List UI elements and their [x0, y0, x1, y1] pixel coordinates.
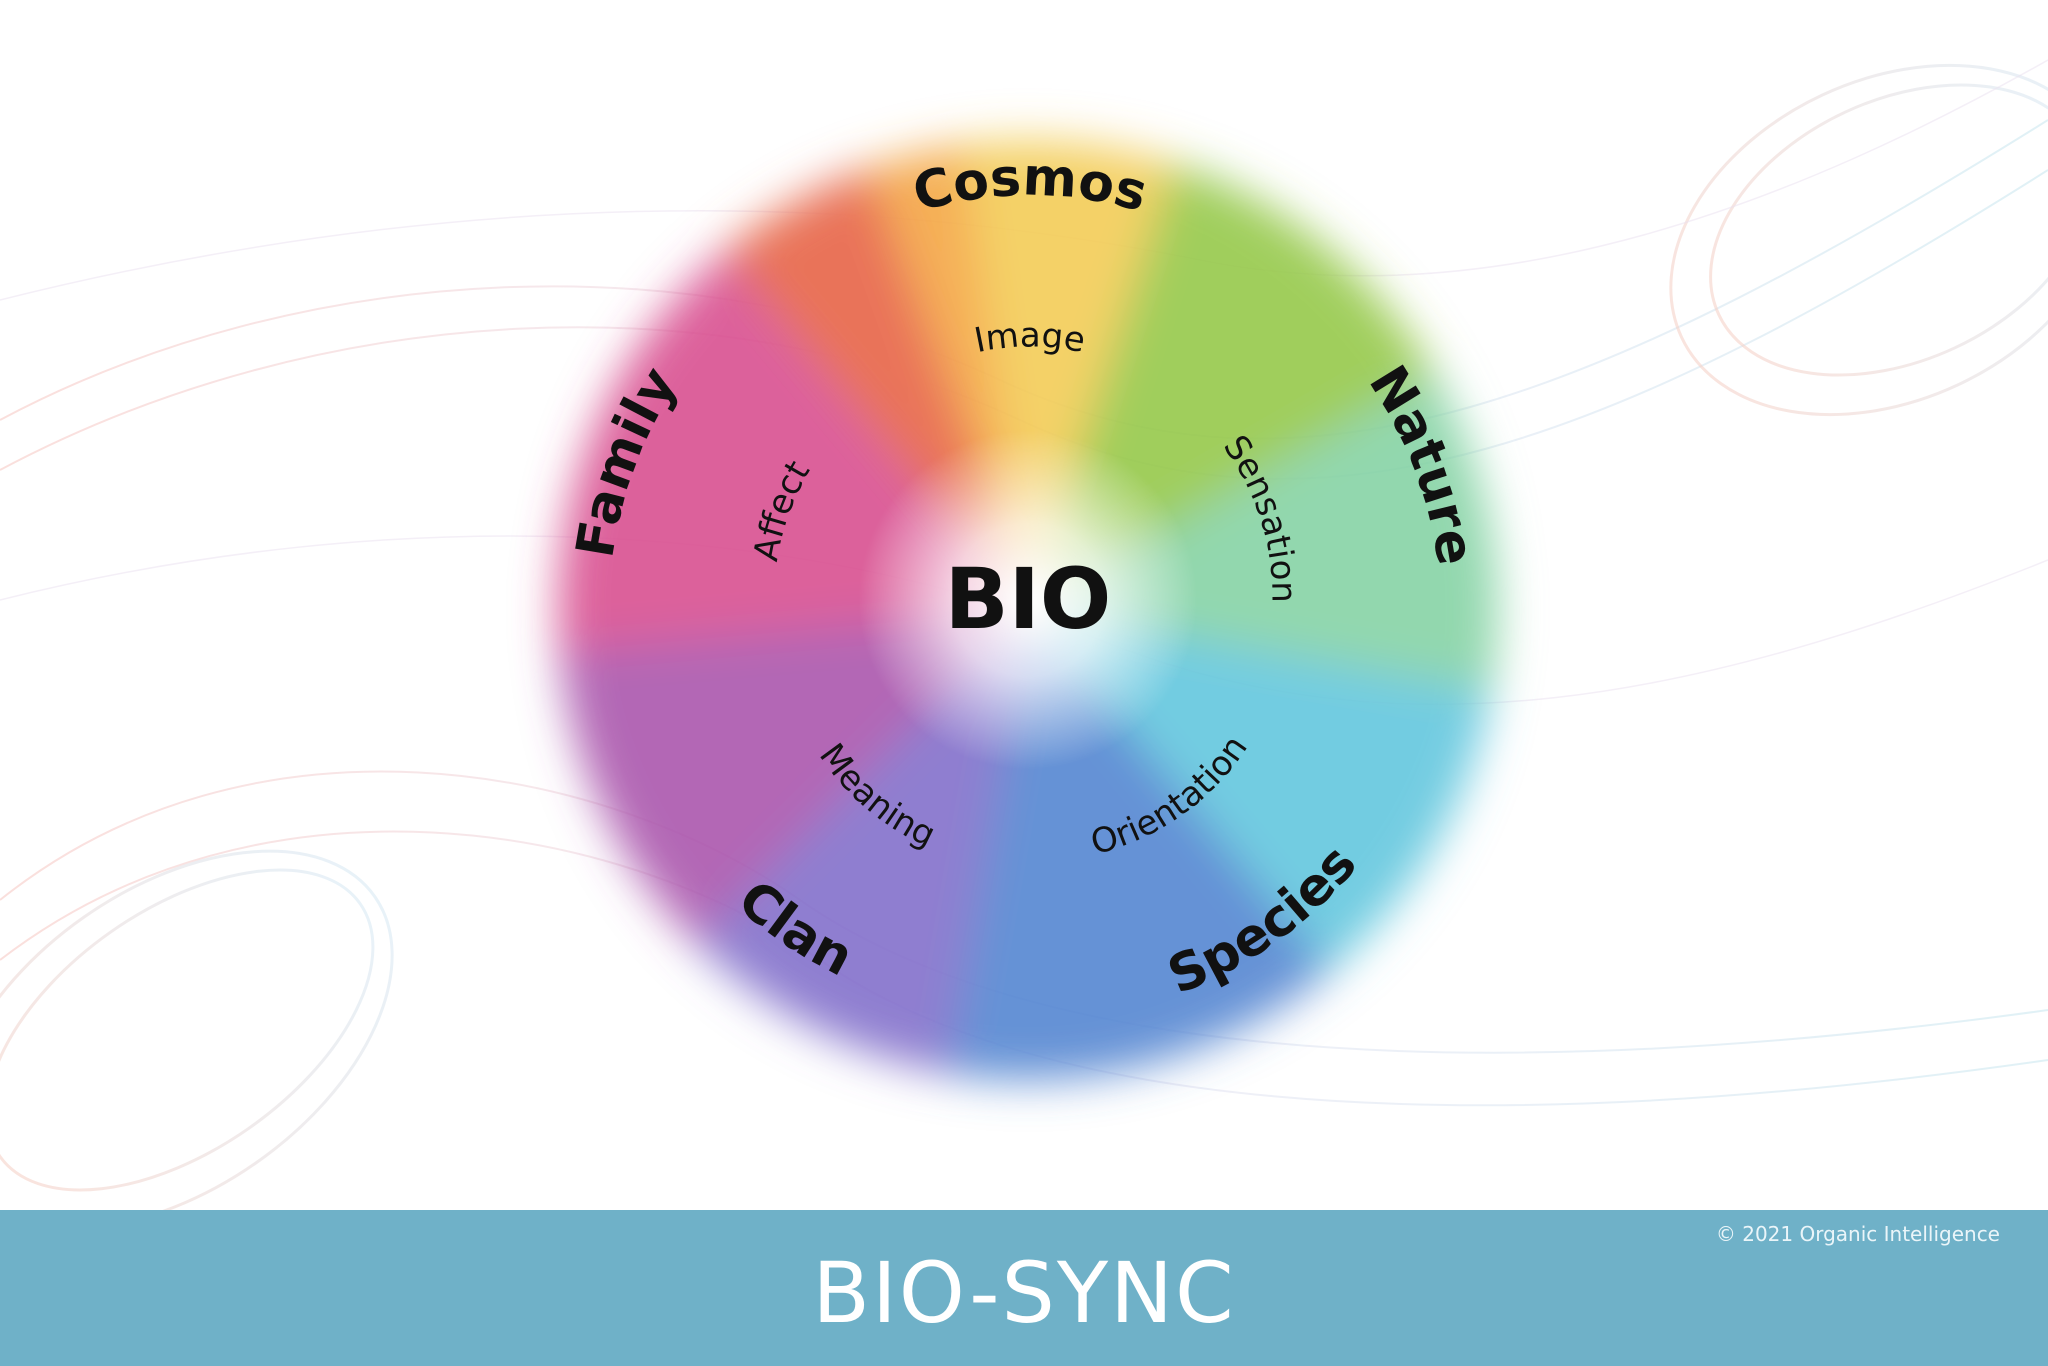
center-label-bio: BIO — [945, 550, 1112, 648]
inner-label-image: Image — [971, 315, 1088, 361]
footer-bar: © 2021 Organic Intelligence BIO-SYNC — [0, 1210, 2048, 1366]
wheel-center-glow — [858, 430, 1198, 770]
copyright-text: © 2021 Organic Intelligence — [1715, 1222, 2000, 1246]
footer-title: BIO-SYNC — [812, 1244, 1236, 1342]
bio-wheel-diagram: BIO Cosmos Nature Species Clan Family Im… — [558, 139, 1498, 1080]
